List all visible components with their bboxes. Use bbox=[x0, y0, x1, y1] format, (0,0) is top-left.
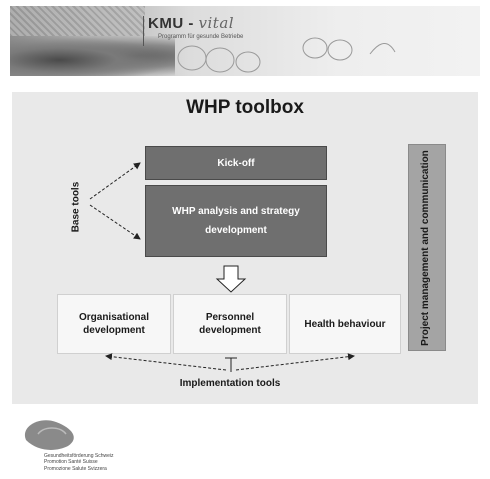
personnel-development-box: Personnel development bbox=[173, 294, 287, 354]
footer-line-de: Gesundheitsförderung Schweiz bbox=[44, 453, 114, 459]
organisational-development-label: Organisational development bbox=[78, 312, 149, 336]
header-banner: KMU - vital Programm für gesunde Betrieb… bbox=[10, 6, 480, 76]
project-management-bar bbox=[408, 144, 446, 351]
brand-tagline: Programm für gesunde Betriebe bbox=[158, 34, 244, 40]
personnel-development-label: Personnel development bbox=[199, 312, 261, 336]
kickoff-label: Kick-off bbox=[217, 157, 255, 169]
banner-leaves-image bbox=[10, 36, 175, 76]
diagram-title: WHP toolbox bbox=[186, 97, 304, 118]
organisational-development-box: Organisational development bbox=[57, 294, 171, 354]
health-behaviour-label: Health behaviour bbox=[304, 318, 386, 330]
banner-divider bbox=[143, 16, 144, 46]
brand-suffix: vital bbox=[198, 14, 235, 32]
arrow-to-analysis bbox=[89, 204, 141, 240]
footer-organisation-names: Gesundheitsförderung Schweiz Promotion S… bbox=[44, 453, 114, 472]
banner-pattern bbox=[10, 6, 145, 36]
arrow-to-kickoff bbox=[89, 162, 141, 200]
brand-name: KMU bbox=[148, 15, 184, 32]
health-behaviour-box: Health behaviour bbox=[289, 294, 401, 354]
arrow-to-organisational bbox=[105, 353, 227, 371]
arrow-to-health bbox=[235, 353, 355, 371]
kickoff-box: Kick-off bbox=[145, 146, 327, 180]
hollow-down-arrow bbox=[215, 265, 247, 293]
analysis-strategy-label: WHP analysis and strategy development bbox=[172, 206, 300, 236]
footer-line-fr: Promotion Santé Suisse bbox=[44, 459, 98, 466]
footer-line-it: Promozione Salute Svizzera bbox=[44, 465, 107, 472]
banner-rings-decoration bbox=[177, 37, 396, 73]
implementation-tools-label: Implementation tools bbox=[179, 378, 281, 389]
gfs-logo bbox=[24, 420, 74, 450]
analysis-strategy-box: WHP analysis and strategy development bbox=[145, 185, 327, 257]
brand-logo: KMU - vital bbox=[148, 14, 235, 32]
